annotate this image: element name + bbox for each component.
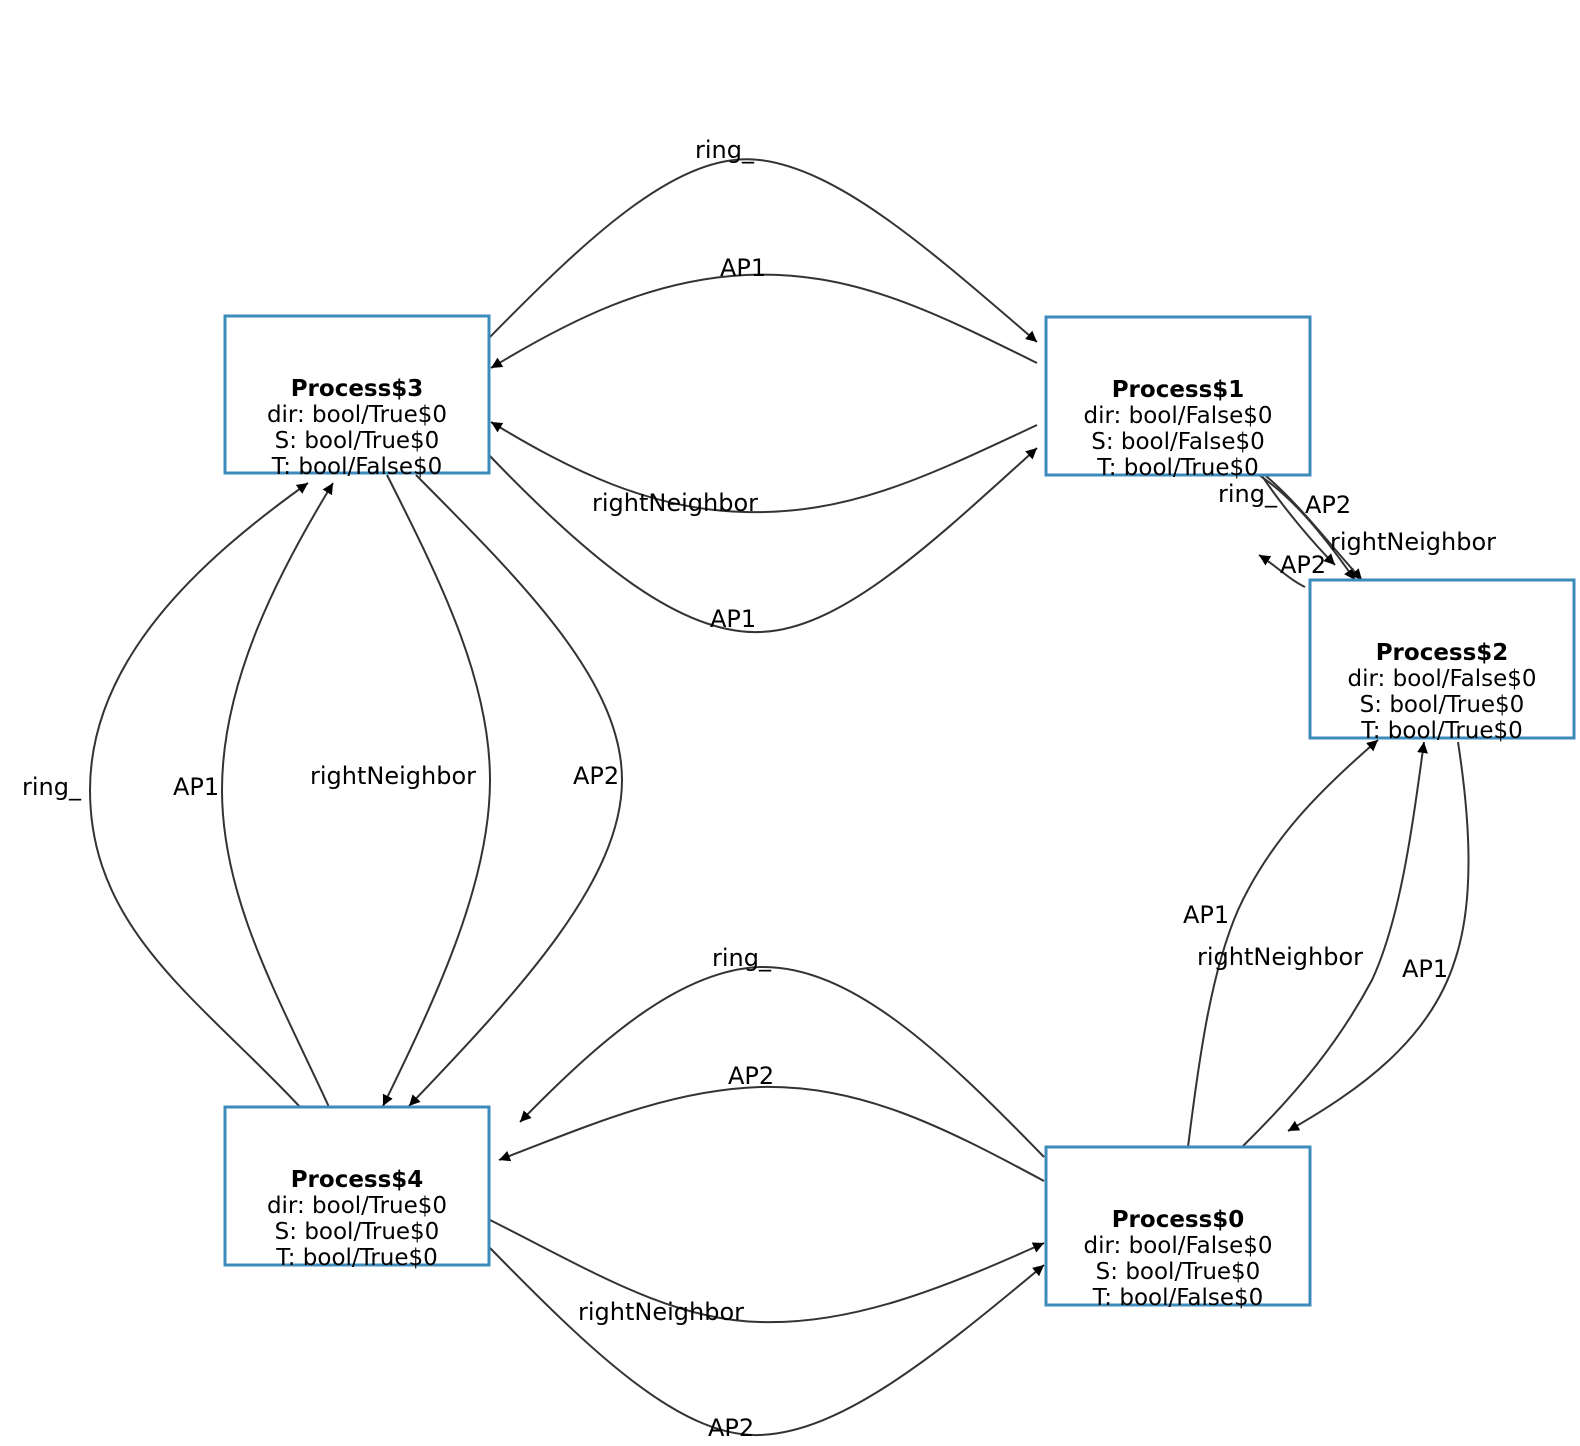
node-title-process4: Process$4 — [291, 1167, 424, 1193]
nodes: Process$3 dir: bool/True$0 S: bool/True$… — [223, 314, 1576, 1311]
edge-p2-p1-ap2 — [1258, 554, 1306, 588]
edge-label-p4-p3-ring: ring_ — [22, 773, 82, 801]
node-process4: Process$4 dir: bool/True$0 S: bool/True$… — [223, 1105, 491, 1271]
node-title-process3: Process$3 — [291, 376, 424, 402]
node-attr-t: T: bool/False$0 — [1092, 1285, 1263, 1311]
node-attr-s: S: bool/True$0 — [1360, 692, 1525, 718]
edge-label-p1-p3-ap1: AP1 — [720, 254, 766, 282]
edge-p1-p2-rightneighbor — [1261, 475, 1336, 566]
node-title-process1: Process$1 — [1112, 377, 1245, 403]
node-process2: Process$2 dir: bool/False$0 S: bool/True… — [1308, 578, 1576, 744]
node-attr-dir: dir: bool/False$0 — [1084, 1233, 1273, 1259]
node-process0: Process$0 dir: bool/False$0 S: bool/True… — [1044, 1145, 1312, 1311]
edge-label-p0-p4-ap2: AP2 — [728, 1062, 774, 1090]
node-attr-s: S: bool/True$0 — [275, 1219, 440, 1245]
node-attr-t: T: bool/True$0 — [1096, 455, 1259, 481]
node-process3: Process$3 dir: bool/True$0 S: bool/True$… — [223, 314, 491, 480]
edge-label-p3-p1-ap1-lower: AP1 — [710, 605, 756, 633]
edge-p0-p4-ring — [519, 965, 1045, 1158]
node-box-process4 — [223, 1105, 491, 1267]
edge-label-p1-p2-ap2: AP2 — [1305, 491, 1351, 519]
node-attr-dir: dir: bool/False$0 — [1348, 666, 1537, 692]
edge-p0-p2-ap1 — [1187, 739, 1379, 1148]
edge-label-p3-p4-ap2: AP2 — [573, 762, 619, 790]
edge-label-p1-p3-rightneighbor: rightNeighbor — [592, 489, 758, 517]
edge-p4-p3-ring — [88, 482, 309, 1108]
edge-p2-p0-ap1 — [1287, 741, 1470, 1132]
edge-p3-p4-rightneighbor — [382, 474, 492, 1107]
edge-p1-p3-rightneighbor — [490, 421, 1038, 514]
edge-p3-p4-ap2 — [408, 474, 624, 1107]
edge-label-p4-p0-rightneighbor: rightNeighbor — [578, 1298, 744, 1326]
edge-label-p1-p2-ring: ring_ — [1218, 480, 1278, 508]
node-box-process0 — [1044, 1145, 1312, 1307]
edge-p3-p1-ring — [486, 158, 1038, 343]
node-attr-t: T: bool/False$0 — [271, 454, 442, 480]
node-attr-t: T: bool/True$0 — [275, 1245, 438, 1271]
edge-label-p3-p4-rightneighbor: rightNeighbor — [310, 762, 476, 790]
node-attr-s: S: bool/True$0 — [275, 428, 440, 454]
node-attr-t: T: bool/True$0 — [1360, 718, 1523, 744]
edge-p1-p3-ap1 — [490, 273, 1038, 369]
edge-label-p0-p2-ap1: AP1 — [1183, 901, 1229, 929]
edge-label-p2-p1-ap2: AP2 — [1280, 551, 1326, 579]
edge-p3-p1-ap1-lower — [486, 447, 1038, 634]
edge-label-p2-p0-ap1: AP1 — [1402, 955, 1448, 983]
node-title-process0: Process$0 — [1112, 1207, 1245, 1233]
node-attr-dir: dir: bool/True$0 — [267, 1193, 447, 1219]
edge-label-p4-p3-ap1: AP1 — [173, 773, 219, 801]
edge-p1-p2-ap2 — [1265, 475, 1363, 581]
edge-label-p0-p4-ring: ring_ — [712, 944, 772, 972]
edge-p4-p0-rightneighbor — [489, 1219, 1045, 1324]
node-attr-dir: dir: bool/False$0 — [1084, 403, 1273, 429]
edges: ring_ AP1 rightNeighbor AP1 ring_ AP2 ri… — [22, 136, 1496, 1442]
node-attr-s: S: bool/False$0 — [1091, 429, 1265, 455]
node-box-process3 — [223, 314, 491, 475]
node-box-process2 — [1308, 578, 1576, 740]
edge-label-p3-p1-ring: ring_ — [695, 136, 755, 164]
node-attr-dir: dir: bool/True$0 — [267, 402, 447, 428]
node-process1: Process$1 dir: bool/False$0 S: bool/Fals… — [1044, 315, 1312, 481]
edge-label-p1-p2-rightneighbor: rightNeighbor — [1330, 528, 1496, 556]
node-attr-s: S: bool/True$0 — [1096, 1259, 1261, 1285]
edge-p0-p2-rightneighbor — [1242, 741, 1428, 1147]
node-box-process1 — [1044, 315, 1312, 477]
edge-p4-p0-ap2 — [489, 1247, 1045, 1437]
edge-label-p4-p0-ap2: AP2 — [708, 1414, 754, 1442]
edge-p0-p4-ap2 — [498, 1085, 1045, 1182]
node-title-process2: Process$2 — [1376, 640, 1509, 666]
edge-p4-p3-ap1 — [220, 482, 334, 1108]
edge-label-p0-p2-rightneighbor: rightNeighbor — [1197, 943, 1363, 971]
